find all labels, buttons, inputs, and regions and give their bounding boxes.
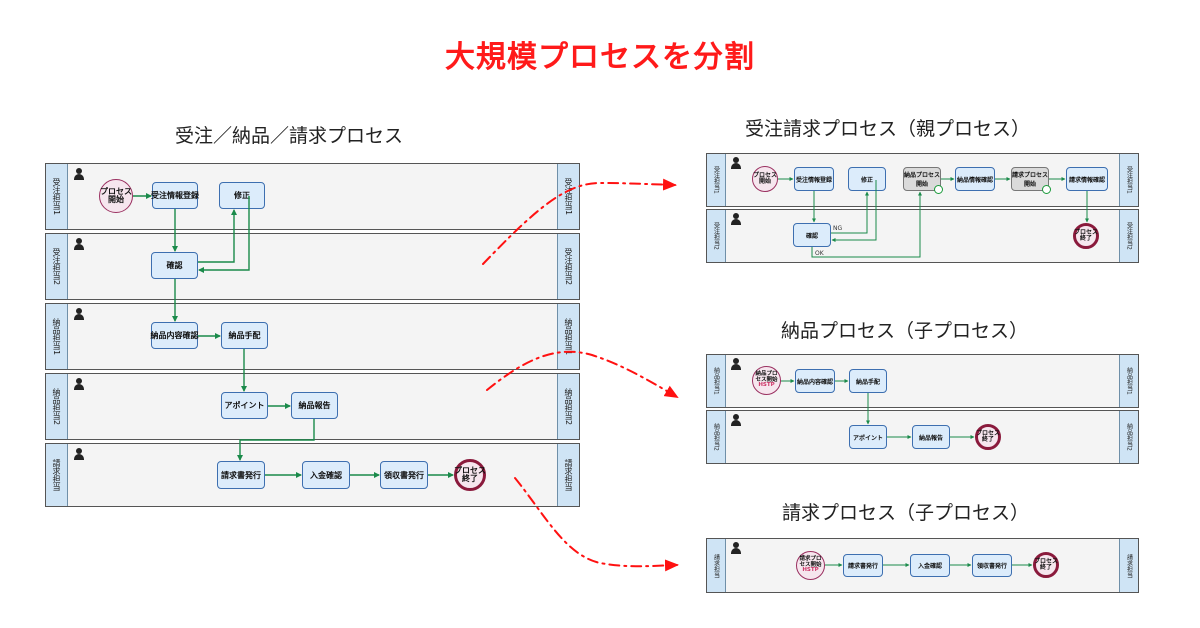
task-invoice-issue[interactable]: 請求書発行: [217, 461, 265, 489]
parent-lane-2: 受注担当2 受注担当2: [706, 209, 1139, 263]
child2-end-event[interactable]: プロセス 終了: [1033, 552, 1059, 578]
left-diagram-title: 受注／納品／請求プロセス: [175, 125, 404, 147]
parent-task-invoice-info[interactable]: 請求情報確認: [1066, 167, 1108, 191]
parent-task-confirm[interactable]: 確認: [793, 223, 831, 247]
parent-task-order-register[interactable]: 受注情報登録: [794, 167, 834, 191]
person-icon: [731, 414, 741, 426]
person-icon: [74, 378, 84, 390]
task-confirm[interactable]: 確認: [151, 252, 198, 279]
subprocess-icon: [934, 185, 943, 194]
child1-task-appointment[interactable]: アポイント: [849, 425, 887, 449]
parent-diagram-title: 受注請求プロセス（親プロセス）: [745, 118, 1031, 140]
person-icon: [731, 157, 741, 169]
child2-task-payment-check[interactable]: 入金確認: [910, 554, 950, 577]
subprocess-icon: [1042, 185, 1051, 194]
child1-end-event[interactable]: プロセス 終了: [975, 424, 1001, 450]
task-delivery-arrange[interactable]: 納品手配: [221, 322, 268, 349]
child1-task-delivery-check[interactable]: 納品内容確認: [795, 369, 835, 393]
child2-title: 請求プロセス（子プロセス）: [782, 502, 1030, 524]
start-event[interactable]: プロセス 開始: [99, 179, 133, 213]
task-appointment[interactable]: アポイント: [221, 392, 268, 419]
lane-3: 納品担当1 納品担当1: [45, 303, 580, 370]
child2-start-event[interactable]: 請求プロ セス開始 HSTP: [796, 551, 825, 580]
dashed-arrow-child1: [486, 350, 679, 399]
person-icon: [74, 448, 84, 460]
child1-task-delivery-report[interactable]: 納品報告: [912, 425, 950, 449]
parent-start-event[interactable]: プロセス 開始: [752, 166, 778, 192]
lane-label-left: 受注担当1: [46, 164, 68, 229]
person-icon: [731, 213, 741, 225]
person-icon: [74, 308, 84, 320]
child2-task-receipt-issue[interactable]: 領収書発行: [972, 554, 1012, 577]
lane-2: 受注担当2 受注担当2: [45, 233, 580, 300]
task-order-register[interactable]: 受注情報登録: [151, 182, 199, 209]
person-icon: [74, 168, 84, 180]
ng-label: NG: [833, 225, 843, 232]
dashed-arrow-child2: [514, 477, 679, 572]
ok-label: OK: [815, 250, 824, 257]
child1-start-event[interactable]: 納品プロ セス開始 HSTP: [752, 366, 781, 395]
parent-task-delivery-info[interactable]: 納品情報確認: [955, 167, 995, 191]
task-revise[interactable]: 修正: [219, 182, 265, 209]
main-title: 大規模プロセスを分割: [445, 40, 755, 75]
lane-label-right: 受注担当1: [557, 164, 579, 229]
person-icon: [731, 358, 741, 370]
parent-task-revise[interactable]: 修正: [848, 167, 886, 191]
person-icon: [731, 542, 741, 554]
task-payment-check[interactable]: 入金確認: [302, 461, 350, 489]
task-delivery-report[interactable]: 納品報告: [291, 392, 338, 419]
child1-title: 納品プロセス（子プロセス）: [781, 320, 1029, 342]
dashed-arrow-parent: [482, 178, 677, 265]
person-icon: [74, 238, 84, 250]
task-delivery-check[interactable]: 納品内容確認: [151, 322, 199, 349]
end-event[interactable]: プロセス 終了: [454, 459, 486, 491]
task-receipt-issue[interactable]: 領収書発行: [380, 461, 428, 489]
child1-task-delivery-arrange[interactable]: 納品手配: [849, 369, 887, 393]
child2-task-invoice-issue[interactable]: 請求書発行: [843, 554, 883, 577]
lane-4: 納品担当2 納品担当2: [45, 373, 580, 440]
parent-end-event[interactable]: プロセス 終了: [1073, 223, 1099, 249]
